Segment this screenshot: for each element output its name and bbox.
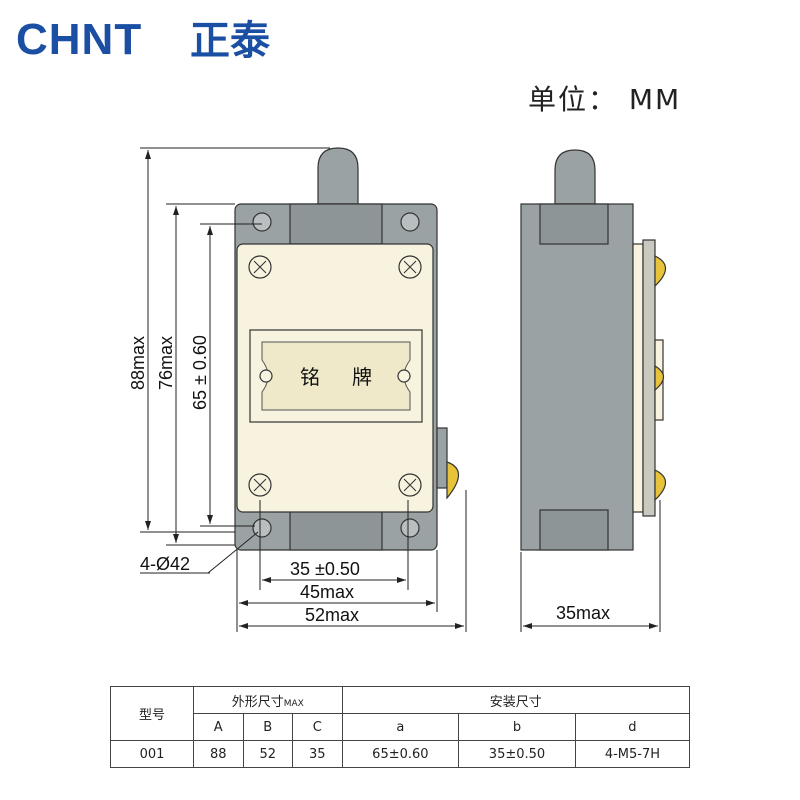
value-cell: 35 xyxy=(292,740,343,768)
side-view xyxy=(520,149,667,551)
dim-holes: 4-Ø42 xyxy=(140,554,190,574)
nameplate-label-1: 铭 xyxy=(300,365,320,389)
outer-dims-header: 外形尺寸MAX xyxy=(193,686,343,714)
dim-depth: 35max xyxy=(556,603,610,623)
dim-body-height: 76max xyxy=(156,336,176,390)
dim-inner-width: 45max xyxy=(300,582,354,602)
col-header: b xyxy=(458,713,576,741)
dim-hole-spacing-v: 65 ± 0.60 xyxy=(190,335,210,410)
unit-label: 单位： MM xyxy=(528,83,682,116)
model-header: 型号 xyxy=(110,686,194,741)
brand-latin: CHNT xyxy=(16,15,142,64)
horizontal-dimensions xyxy=(236,490,467,632)
value-cell: 52 xyxy=(242,740,293,768)
brand-chinese: 正泰 xyxy=(190,18,271,64)
chnt-logo: CHNT 正泰 xyxy=(16,15,271,64)
value-cell: 4-M5-7H xyxy=(574,740,691,768)
col-header: A xyxy=(193,713,244,741)
front-view xyxy=(234,147,460,551)
col-header: d xyxy=(574,713,691,741)
nameplate-label-2: 牌 xyxy=(352,365,372,389)
install-dims-header: 安装尺寸 xyxy=(341,686,691,714)
roller xyxy=(446,461,460,500)
dim-hole-spacing-h: 35 ±0.50 xyxy=(290,559,360,579)
table-row: 001 88 52 35 65±0.60 35±0.50 4-M5-7H xyxy=(110,740,691,768)
col-header: C xyxy=(292,713,343,741)
col-header: B xyxy=(242,713,293,741)
value-cell: 88 xyxy=(193,740,244,768)
value-cell: 35±0.50 xyxy=(458,740,576,768)
value-cell: 65±0.60 xyxy=(341,740,460,768)
model-cell: 001 xyxy=(110,740,194,768)
plunger xyxy=(317,147,359,205)
vertical-dimensions xyxy=(140,147,330,546)
col-header: a xyxy=(341,713,460,741)
dim-overall-width: 52max xyxy=(305,605,359,625)
spec-table: 型号 外形尺寸MAX 安装尺寸 A B C a b d 001 88 52 35… xyxy=(110,686,691,768)
dim-overall-height: 88max xyxy=(128,336,148,390)
dimension-drawing: 铭 牌 88max 76max 65 ± 0.60 4-Ø42 35 ±0.50… xyxy=(128,147,667,632)
